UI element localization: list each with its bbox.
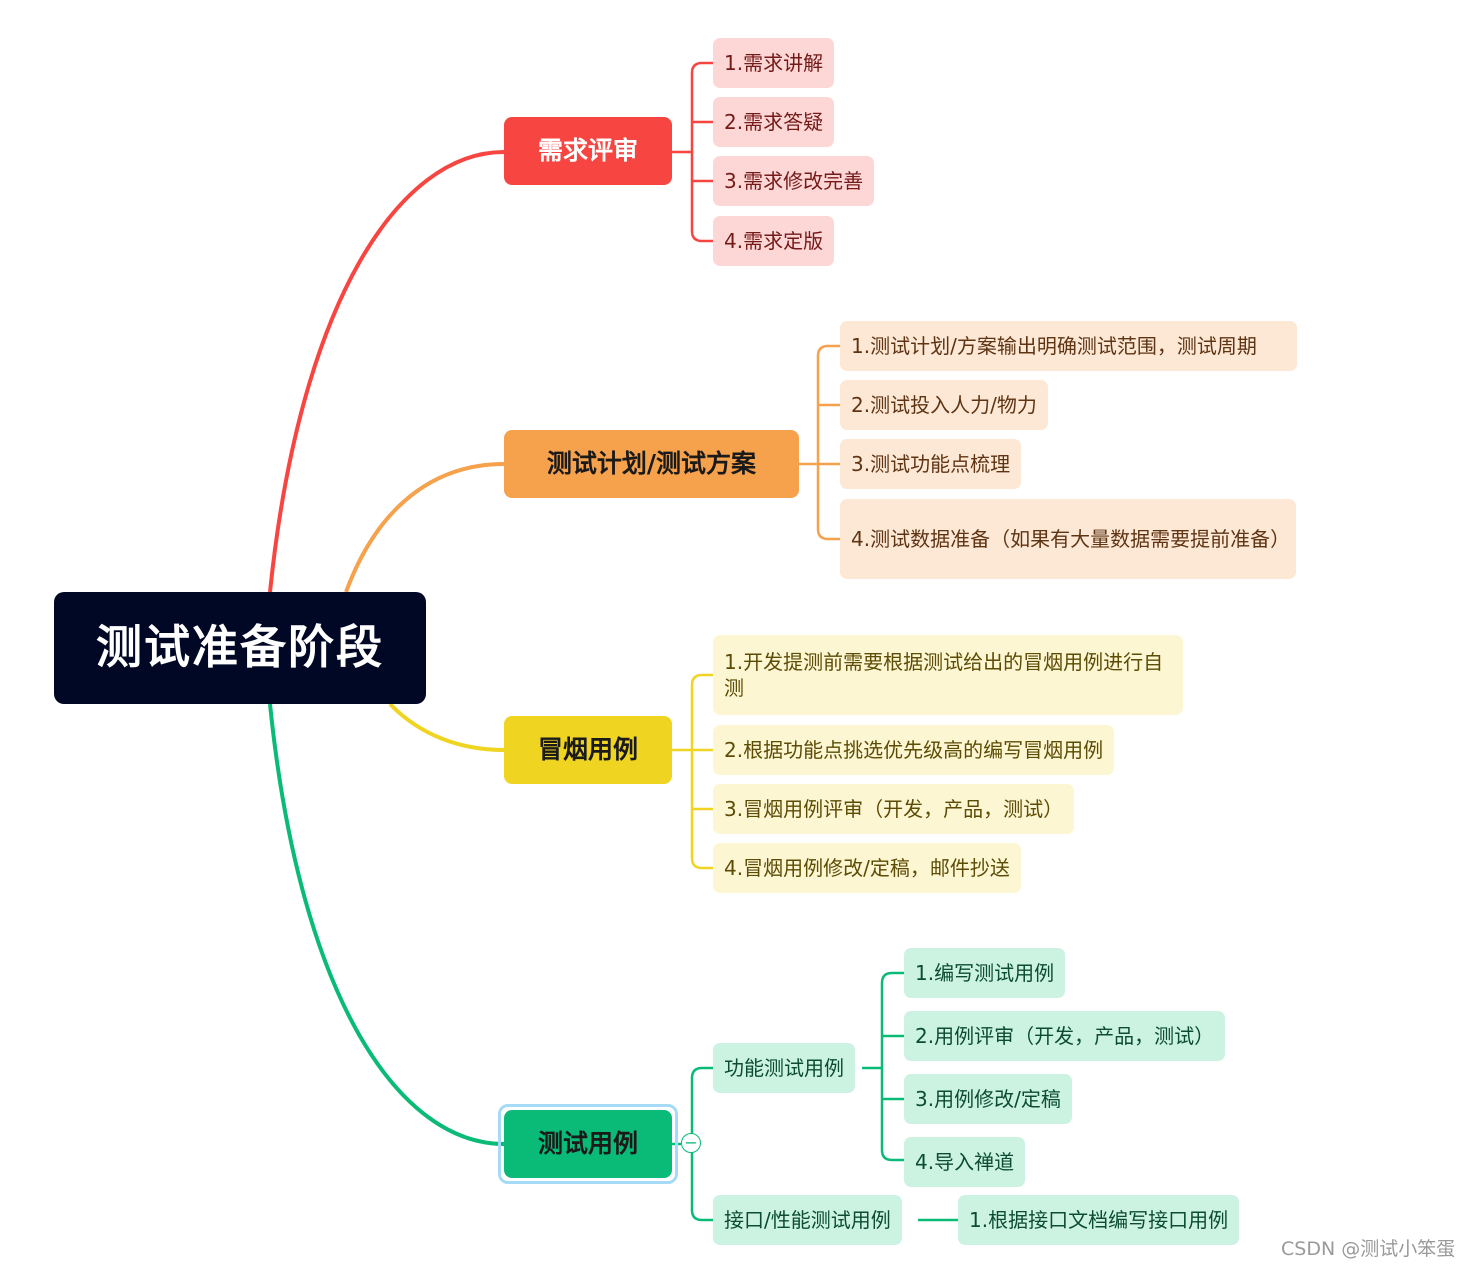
branch-plan[interactable]: 测试计划/测试方案 (504, 430, 799, 498)
leaf-smoke-2[interactable]: 2.根据功能点挑选优先级高的编写冒烟用例 (713, 725, 1115, 775)
leaf-plan-1-label: 1.测试计划/方案输出明确测试范围，测试周期 (851, 334, 1257, 358)
connector-root-review (268, 150, 505, 593)
leaf-review-4[interactable]: 4.需求定版 (713, 216, 835, 266)
leaf-smoke-4-label: 4.冒烟用例修改/定稿，邮件抄送 (724, 856, 1010, 880)
leaf-smoke-1-label: 1.开发提测前需要根据测试给出的冒烟用例进行自测 (724, 650, 1164, 700)
leaf-smoke-4[interactable]: 4.冒烟用例修改/定稿，邮件抄送 (713, 843, 1021, 893)
leaf-review-2-label: 2.需求答疑 (724, 110, 824, 134)
connector-plan-leaves (799, 344, 840, 541)
leaf-functional-1[interactable]: 1.编写测试用例 (904, 948, 1066, 998)
leaf-smoke-3[interactable]: 3.冒烟用例评审（开发，产品，测试） (713, 784, 1075, 834)
sub-functional[interactable]: 功能测试用例 (713, 1043, 855, 1093)
leaf-functional-4[interactable]: 4.导入禅道 (904, 1137, 1026, 1187)
connector-review-leaves (672, 61, 713, 243)
leaf-review-3-label: 3.需求修改完善 (724, 169, 864, 193)
leaf-plan-2-label: 2.测试投入人力/物力 (851, 393, 1037, 417)
connector-root-smoke (388, 702, 505, 752)
watermark-text: CSDN @测试小笨蛋 (1281, 1238, 1456, 1260)
connector-smoke-leaves (672, 673, 713, 870)
leaf-plan-3[interactable]: 3.测试功能点梳理 (840, 439, 1022, 489)
leaf-functional-2[interactable]: 2.用例评审（开发，产品，测试） (904, 1011, 1226, 1061)
branch-smoke[interactable]: 冒烟用例 (504, 716, 672, 784)
branch-cases-label: 测试用例 (537, 1128, 638, 1158)
sub-functional-label: 功能测试用例 (724, 1056, 844, 1080)
leaf-smoke-3-label: 3.冒烟用例评审（开发，产品，测试） (724, 797, 1064, 821)
leaf-review-2[interactable]: 2.需求答疑 (713, 97, 835, 147)
leaf-review-1-label: 1.需求讲解 (724, 51, 824, 75)
branch-cases[interactable]: 测试用例 (504, 1110, 672, 1178)
leaf-functional-2-label: 2.用例评审（开发，产品，测试） (915, 1024, 1215, 1048)
leaf-review-4-label: 4.需求定版 (724, 229, 824, 253)
leaf-plan-4-label: 4.测试数据准备（如果有大量数据需要提前准备） (851, 527, 1291, 551)
leaf-review-1[interactable]: 1.需求讲解 (713, 38, 835, 88)
leaf-api-1-label: 1.根据接口文档编写接口用例 (969, 1208, 1229, 1232)
leaf-smoke-1[interactable]: 1.开发提测前需要根据测试给出的冒烟用例进行自测 (713, 635, 1183, 715)
leaf-functional-3[interactable]: 3.用例修改/定稿 (904, 1074, 1072, 1124)
leaf-plan-4[interactable]: 4.测试数据准备（如果有大量数据需要提前准备） (840, 499, 1296, 579)
root-node[interactable]: 测试准备阶段 (54, 592, 426, 704)
connector-root-plan (344, 462, 505, 593)
root-label: 测试准备阶段 (96, 620, 384, 675)
leaf-plan-2[interactable]: 2.测试投入人力/物力 (840, 380, 1048, 430)
collapse-symbol: − (684, 1133, 698, 1152)
leaf-functional-4-label: 4.导入禅道 (915, 1150, 1015, 1174)
leaf-api-1[interactable]: 1.根据接口文档编写接口用例 (958, 1195, 1240, 1245)
branch-review[interactable]: 需求评审 (504, 117, 672, 185)
leaf-functional-1-label: 1.编写测试用例 (915, 961, 1055, 985)
sub-api-label: 接口/性能测试用例 (724, 1208, 891, 1232)
selection-outline (498, 1104, 678, 1184)
leaf-review-3[interactable]: 3.需求修改完善 (713, 156, 875, 206)
sub-api[interactable]: 接口/性能测试用例 (713, 1195, 902, 1245)
leaf-smoke-2-label: 2.根据功能点挑选优先级高的编写冒烟用例 (724, 738, 1104, 762)
leaf-functional-3-label: 3.用例修改/定稿 (915, 1087, 1061, 1111)
leaf-plan-3-label: 3.测试功能点梳理 (851, 452, 1011, 476)
connector-root-cases (268, 703, 505, 1146)
branch-plan-label: 测试计划/测试方案 (546, 448, 757, 478)
leaf-plan-1[interactable]: 1.测试计划/方案输出明确测试范围，测试周期 (840, 321, 1297, 371)
collapse-toggle-icon[interactable]: − (681, 1133, 701, 1153)
branch-smoke-label: 冒烟用例 (537, 734, 638, 764)
branch-review-label: 需求评审 (537, 135, 638, 165)
